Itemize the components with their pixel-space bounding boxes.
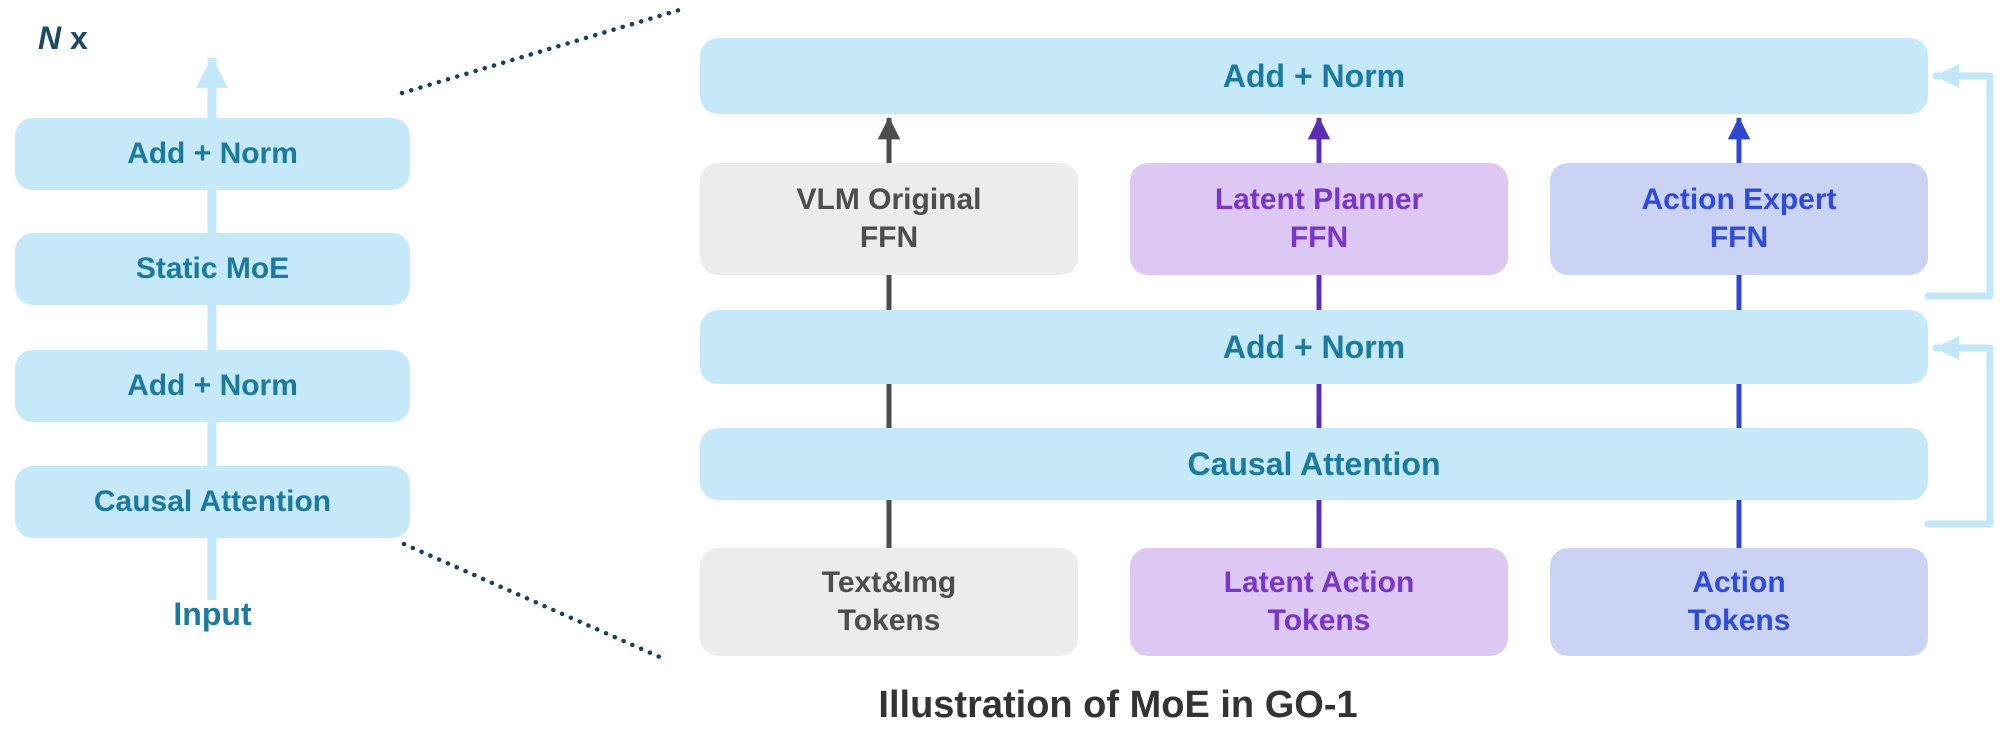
vlm-original-ffn-line2: FFN xyxy=(859,221,919,254)
text-img-tokens-box: Text&Img Tokens xyxy=(700,548,1078,656)
action-tokens-box: Action Tokens xyxy=(1550,548,1928,656)
repeat-count-n: N xyxy=(38,20,62,56)
action-expert-ffn-line2: FFN xyxy=(1709,221,1769,254)
left-box-add-norm-bottom: Add + Norm xyxy=(15,350,410,422)
left-box-static-moe: Static MoE xyxy=(15,233,410,305)
latent-planner-ffn-line2: FFN xyxy=(1289,221,1349,254)
repeat-count-x: x xyxy=(61,20,88,56)
text-img-tokens-line2: Tokens xyxy=(837,604,941,637)
text-img-tokens-line1: Text&Img xyxy=(821,566,957,599)
zoom-dotted-line-bottom xyxy=(401,541,665,661)
top-add-norm-box: Add + Norm xyxy=(700,38,1928,114)
causal-attention-box: Causal Attention xyxy=(700,428,1928,500)
causal-attention-label: Causal Attention xyxy=(1187,446,1441,482)
left-box-add-norm-bottom-label: Add + Norm xyxy=(127,369,298,402)
action-expert-ffn-box: Action Expert FFN xyxy=(1550,163,1928,275)
residual-connection-top xyxy=(1924,63,1994,300)
action-tokens-line2: Tokens xyxy=(1687,604,1791,637)
left-box-causal-attention: Causal Attention xyxy=(15,466,410,538)
latent-action-tokens-line2: Tokens xyxy=(1267,604,1371,637)
action-expert-ffn-line1: Action Expert xyxy=(1641,183,1837,216)
left-box-causal-attention-label: Causal Attention xyxy=(93,485,332,518)
latent-planner-ffn-line1: Latent Planner xyxy=(1214,183,1424,216)
diagram-caption: Illustration of MoE in GO-1 xyxy=(878,684,1358,726)
mid-add-norm-box: Add + Norm xyxy=(700,310,1928,384)
zoom-dotted-line-top xyxy=(399,5,689,96)
latent-action-tokens-line1: Latent Action xyxy=(1223,566,1415,599)
input-label: Input xyxy=(173,596,252,632)
residual-connection-middle xyxy=(1924,335,1994,528)
mid-add-norm-label: Add + Norm xyxy=(1222,329,1406,365)
vlm-original-ffn-box: VLM Original FFN xyxy=(700,163,1078,275)
latent-planner-ffn-box: Latent Planner FFN xyxy=(1130,163,1508,275)
repeat-count-label: N x xyxy=(38,20,88,57)
vlm-original-ffn-line1: VLM Original xyxy=(796,183,982,216)
left-box-static-moe-label: Static MoE xyxy=(135,252,290,285)
top-add-norm-label: Add + Norm xyxy=(1222,58,1406,94)
latent-action-tokens-box: Latent Action Tokens xyxy=(1130,548,1508,656)
left-box-add-norm-top-label: Add + Norm xyxy=(127,137,298,170)
action-tokens-line1: Action xyxy=(1692,566,1786,599)
left-box-add-norm-top: Add + Norm xyxy=(15,118,410,190)
